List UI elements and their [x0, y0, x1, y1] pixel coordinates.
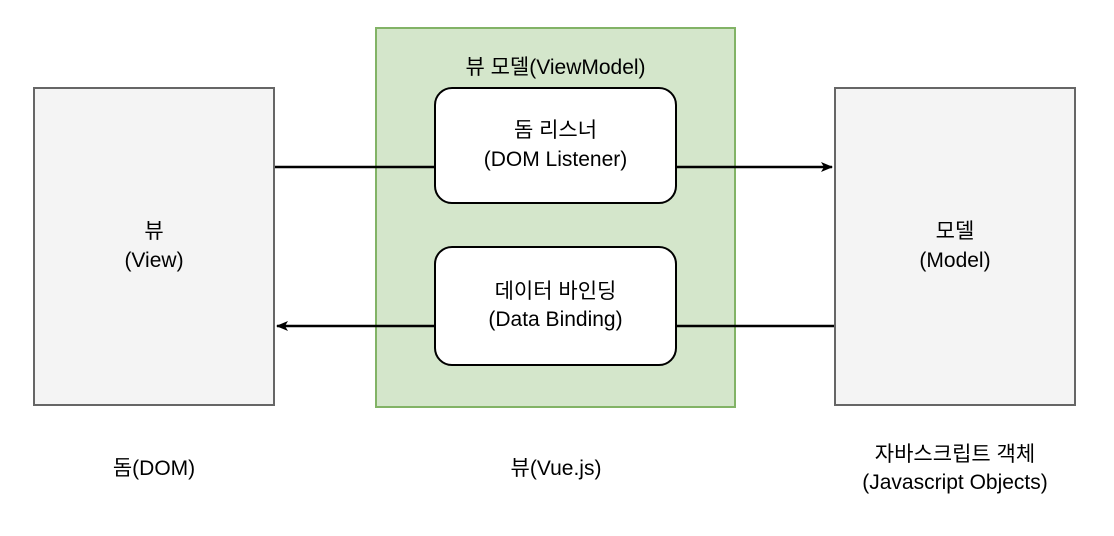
caption-dom: 돔(DOM) — [33, 455, 275, 483]
dom-listener-label-en: (DOM Listener) — [483, 147, 628, 171]
view-box-label-en: (View) — [124, 248, 184, 272]
model-box-label-en: (Model) — [919, 248, 991, 272]
caption-javascript-objects-line2: (Javascript Objects) — [862, 471, 1048, 495]
view-box: 뷰 (View) — [33, 87, 275, 406]
caption-dom-line1: 돔(DOM) — [112, 457, 196, 480]
data-binding-label-ko: 데이터 바인딩 — [494, 279, 617, 303]
caption-vuejs: 뷰(Vue.js) — [435, 455, 677, 483]
view-box-label-ko: 뷰 — [144, 220, 164, 244]
viewmodel-title: 뷰 모델(ViewModel) — [465, 56, 646, 79]
dom-listener-label-ko: 돔 리스너 — [513, 119, 598, 143]
data-binding-label-en: (Data Binding) — [488, 308, 623, 331]
model-box: 모델 (Model) — [834, 87, 1076, 406]
caption-javascript-objects: 자바스크립트 객체 (Javascript Objects) — [820, 441, 1090, 498]
model-box-label-ko: 모델 — [935, 220, 975, 244]
dom-listener-box: 돔 리스너 (DOM Listener) — [434, 87, 677, 204]
caption-vuejs-line1: 뷰(Vue.js) — [510, 457, 602, 480]
data-binding-box: 데이터 바인딩 (Data Binding) — [434, 246, 677, 366]
caption-javascript-objects-line1: 자바스크립트 객체 — [874, 443, 1036, 466]
